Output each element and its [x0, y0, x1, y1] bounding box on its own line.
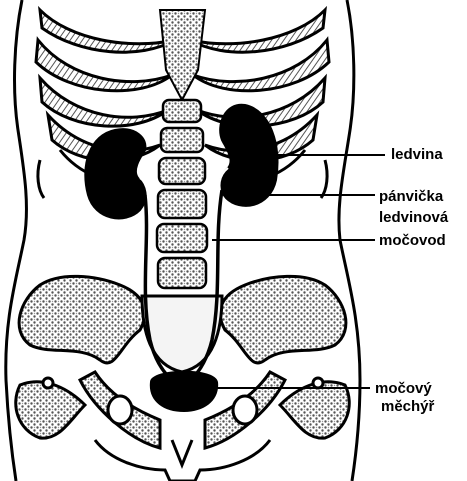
label-kidney: ledvina — [391, 146, 443, 163]
label-ureter: močovod — [379, 232, 446, 249]
label-bladder-line1: močový — [375, 380, 432, 397]
label-renal-pelvis-line2: ledvinová — [379, 209, 448, 226]
spine — [157, 100, 207, 288]
label-renal-pelvis-line1: pánvička — [379, 188, 443, 205]
sternum — [160, 10, 205, 100]
urinary-bladder — [150, 371, 218, 412]
label-bladder-line2: měchýř — [381, 398, 434, 415]
left-kidney — [85, 129, 145, 218]
